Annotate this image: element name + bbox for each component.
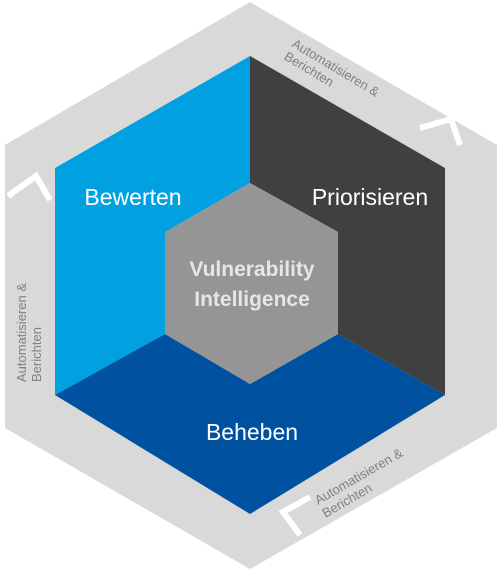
- segment-label-assess: Bewerten: [84, 184, 181, 210]
- center-label-line2: Intelligence: [194, 288, 310, 311]
- center-hexagon: [165, 183, 338, 384]
- segment-label-prioritize: Priorisieren: [312, 184, 428, 210]
- ring-label-left: Automatisieren & Berichten: [14, 283, 44, 382]
- ring-label-left-line1: Automatisieren &: [14, 283, 29, 382]
- segment-assess: [55, 56, 250, 395]
- ring-arrow-top-right: [419, 115, 463, 146]
- segment-prioritize: [250, 56, 445, 395]
- ring-arrow-left: [6, 171, 53, 202]
- center-label-line1: Vulnerability: [189, 258, 315, 281]
- ring-label-left-line2: Berichten: [29, 327, 44, 382]
- segment-remediate: [55, 334, 445, 514]
- ring-arrow-bottom-right: [278, 494, 312, 537]
- segment-label-remediate: Beheben: [206, 419, 298, 445]
